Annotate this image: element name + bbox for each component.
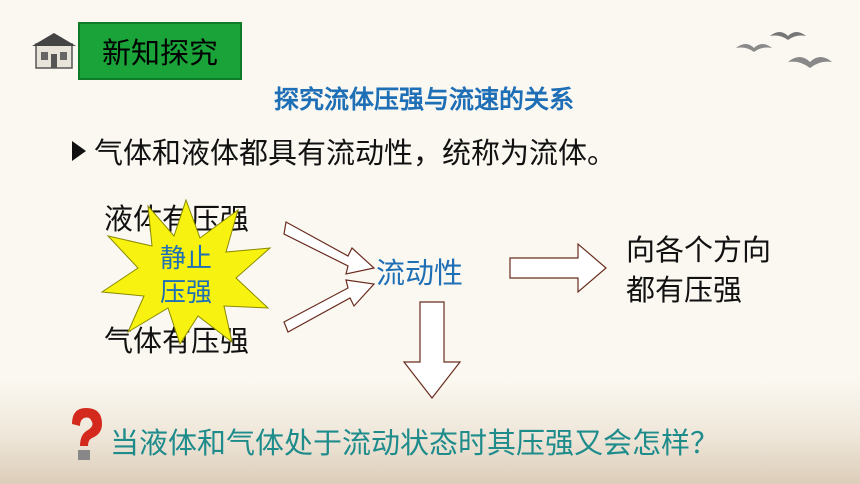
result-text: 向各个方向 都有压强 [626,230,771,310]
fluidity-label: 流动性 [376,256,464,290]
static-pressure-star [100,198,272,346]
birds-icon [736,32,832,68]
star-label-line2: 压强 [159,278,212,308]
result-line2: 都有压强 [626,273,743,307]
question-text: 当液体和气体处于流动状态时其压强又会怎样？ [110,426,720,460]
bullet-text: 气体和液体都具有流动性，统称为流体。 [94,136,617,170]
star-label: 静止 压强 [146,242,226,310]
converging-arrows [283,221,376,333]
down-arrow [402,301,462,399]
section-badge: 新知探究 [78,22,242,80]
house-icon [32,33,76,69]
star-label-line1: 静止 [159,244,212,274]
bullet-triangle-icon [72,141,86,161]
page-subtitle: 探究流体压强与流速的关系 [274,85,575,114]
bullet-line: 气体和液体都具有流动性，统称为流体。 [72,130,616,172]
right-arrow [509,242,607,294]
result-line1: 向各个方向 [626,233,772,267]
question-mark-icon [72,408,102,460]
bottom-scenery [0,380,860,484]
